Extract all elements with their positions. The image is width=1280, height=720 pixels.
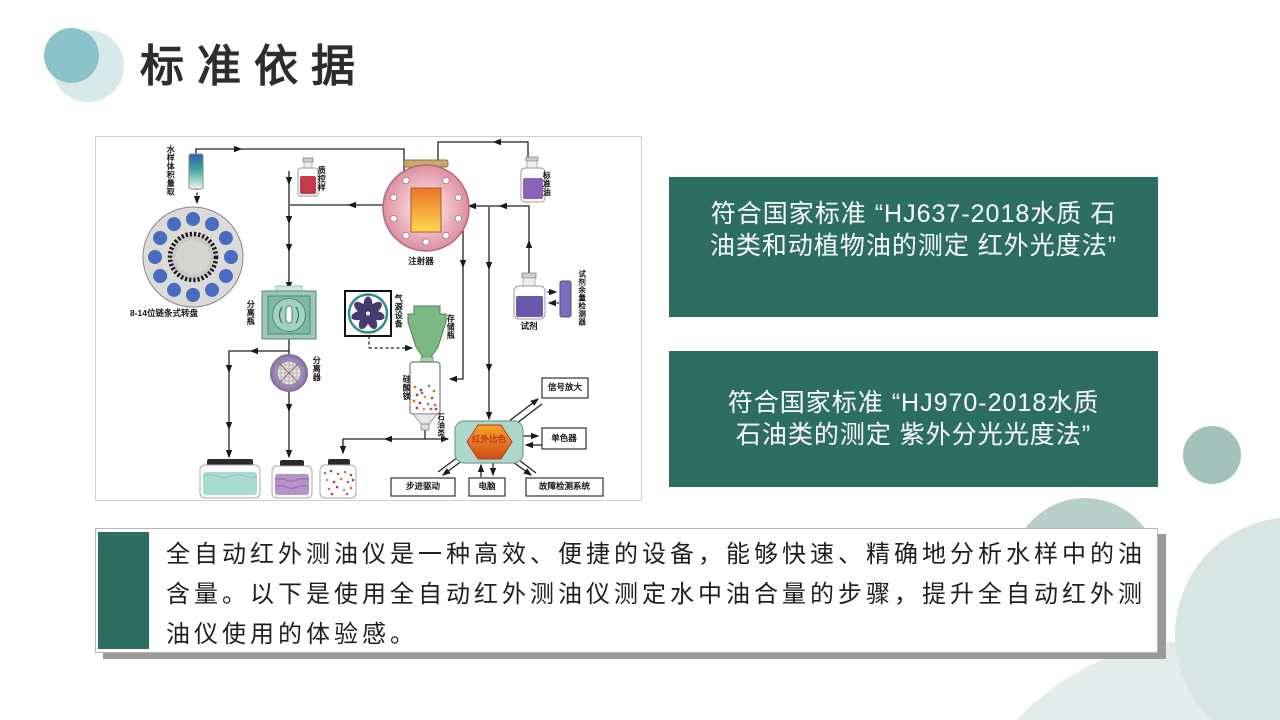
standard-hj970-line-2: 石油类的测定 紫外分光光度法”	[735, 421, 1092, 449]
reagent-bottle-graphic	[513, 272, 546, 320]
summary-text: 全自动红外测油仪是一种高效、便捷的设备，能够快速、精确地分析水样中的油 含量。以…	[166, 535, 1146, 655]
summary-line-1: 全自动红外测油仪是一种高效、便捷的设备，能够快速、精确地分析水样中的油	[166, 541, 1146, 568]
label-petroleum: 石油类	[436, 413, 446, 437]
label-signal-amplification: 信号放大	[547, 382, 582, 393]
separator-graphic	[270, 354, 308, 392]
turntable-graphic	[142, 206, 244, 308]
separation-bottle-graphic	[261, 285, 317, 340]
page-title: 标准依据	[140, 42, 368, 91]
label-qc-sample: 质控样	[317, 166, 327, 192]
flow-lines	[193, 138, 559, 477]
standard-oil-bottle-graphic	[520, 156, 546, 203]
label-reagent-detector: 试剂余量检测器	[577, 270, 587, 326]
label-ir-colorimetry: 红外比色	[471, 434, 506, 444]
label-stepper-drive: 步进驱动	[405, 481, 440, 492]
decor-circle-right-pale	[1175, 517, 1280, 720]
label-storage-bottle: 存储瓶	[446, 314, 456, 340]
measuring-column-graphic	[188, 153, 204, 190]
label-separation-bottle: 分离瓶	[246, 300, 256, 326]
decor-circle-solid	[1183, 426, 1241, 484]
standard-box-hj970: 符合国家标准 “HJ970-2018水质 石油类的测定 紫外分光光度法”	[669, 351, 1158, 487]
summary-accent-bar	[98, 532, 149, 649]
label-water-sample: 水样体积量取	[166, 145, 176, 196]
standard-hj637-line-1: 符合国家标准 “HJ637-2018水质 石	[710, 200, 1117, 228]
label-standard-oil: 标准油	[542, 171, 552, 197]
ir-cell-graphic	[454, 420, 524, 464]
label-magnesium-silicate: 硅酸镁	[402, 375, 412, 401]
label-monochromator: 单色器	[551, 432, 577, 443]
label-gas-source: 气源设备	[394, 294, 404, 328]
injector-graphic	[382, 159, 470, 252]
instrument-flow-diagram: 水样体积量取 8-14位链条式转盘 质控样 注射器 标准油 试剂 试剂余量检测器…	[95, 136, 642, 501]
label-turntable: 8-14位链条式转盘	[129, 308, 198, 318]
collection-jars-graphic	[199, 459, 357, 499]
label-computer: 电脑	[478, 481, 496, 492]
standard-box-hj637: 符合国家标准 “HJ637-2018水质 石 油类和动植物油的测定 红外光度法”	[669, 177, 1158, 317]
standard-hj970-line-1: 符合国家标准 “HJ970-2018水质	[727, 389, 1100, 417]
reagent-detector-graphic	[559, 280, 572, 318]
qc-bottle-graphic	[297, 157, 319, 197]
diagram-graphics	[142, 138, 604, 499]
summary-line-3: 油仪使用的体验感。	[166, 621, 418, 648]
summary-line-2: 含量。以下是使用全自动红外测油仪测定水中油合量的步骤，提升全自动红外测	[166, 581, 1146, 608]
label-separator: 分离器	[312, 356, 322, 382]
storage-bottle-graphic	[407, 305, 447, 364]
module-boxes	[390, 377, 604, 497]
standard-hj637-line-2: 油类和动植物油的测定 红外光度法”	[709, 232, 1118, 260]
silicate-column-graphic	[409, 361, 441, 431]
summary-box: 全自动红外测油仪是一种高效、便捷的设备，能够快速、精确地分析水样中的油 含量。以…	[95, 528, 1158, 653]
label-injector: 注射器	[408, 256, 434, 266]
label-fault-detection: 故障检测系统	[538, 481, 590, 492]
gas-source-fan-graphic	[344, 290, 392, 337]
decor-circle-teal	[44, 28, 99, 83]
label-reagent: 试剂	[520, 321, 538, 331]
